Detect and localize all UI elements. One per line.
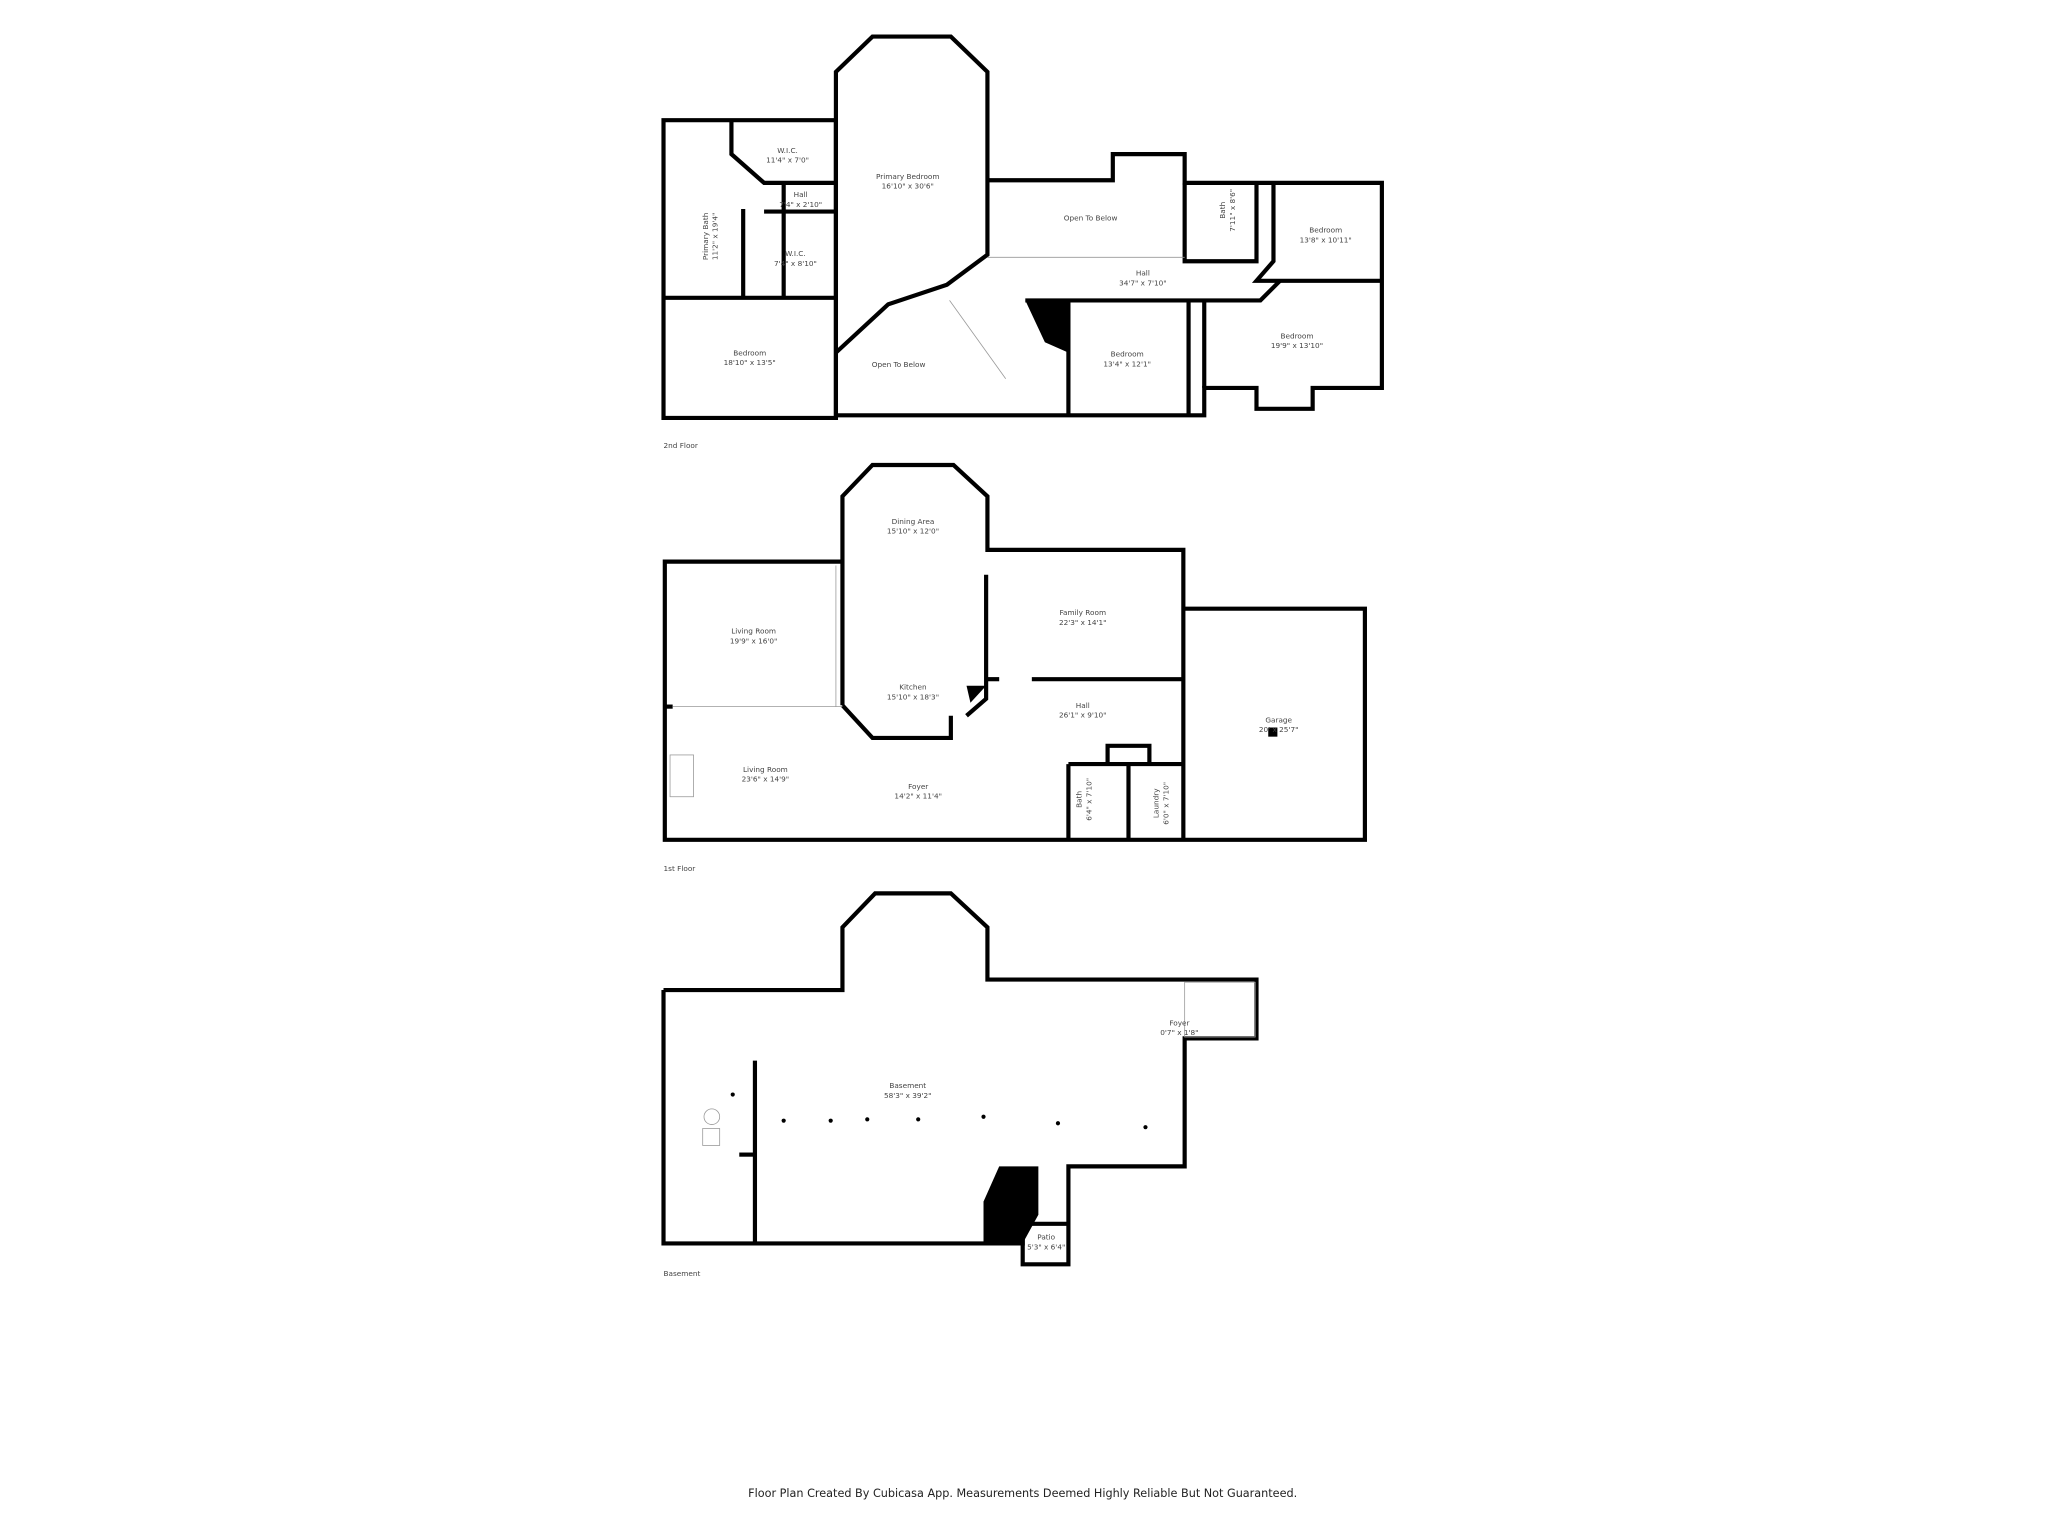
room-dimensions: 7'4" x 2'10" [779, 200, 822, 209]
room-name: Bedroom [1111, 350, 1144, 359]
room-name: Hall [1136, 269, 1150, 278]
room-label: Open To Below [1064, 214, 1118, 223]
room-dimensions: 11'2" x 19'4" [711, 213, 720, 261]
support-post [1143, 1125, 1148, 1130]
room-dimensions: 13'8" x 10'11" [1300, 235, 1352, 244]
second-floor-walls [661, 34, 1384, 421]
room-dimensions: 20' x 25'7" [1259, 725, 1299, 734]
room-dimensions: 15'10" x 18'3" [887, 692, 939, 701]
room-name: Bedroom [1280, 331, 1313, 340]
room-dimensions: 14'2" x 11'4" [894, 792, 942, 801]
room-name: Open To Below [872, 360, 926, 369]
room-name: Dining Area [892, 517, 935, 526]
support-post [828, 1118, 833, 1123]
room-name: Bath [1074, 791, 1083, 808]
room-dimensions: 26'1" x 9'10" [1059, 711, 1107, 720]
support-post [781, 1118, 786, 1123]
room-label: W.I.C.11'4" x 7'0" [766, 146, 809, 165]
support-post [865, 1117, 870, 1122]
room-name: Bedroom [1309, 225, 1342, 234]
room-dimensions: 58'3" x 39'2" [884, 1091, 932, 1100]
basement-walls [661, 891, 1259, 1267]
room-name: Primary Bedroom [876, 172, 940, 181]
room-name: Bath [1218, 202, 1227, 219]
room-name: Basement [889, 1081, 926, 1090]
room-name: W.I.C. [777, 146, 798, 155]
room-dimensions: 34'7" x 7'10" [1119, 278, 1167, 287]
room-name: Foyer [908, 782, 928, 791]
room-dimensions: 15'10" x 12'0" [887, 527, 939, 536]
support-post [1055, 1121, 1061, 1126]
room-name: W.I.C. [785, 249, 806, 258]
footer-disclaimer: Floor Plan Created By Cubicasa App. Meas… [748, 1487, 1297, 1500]
room-dimensions: 23'6" x 14'9" [742, 775, 790, 784]
room-dimensions: 13'4" x 12'1" [1103, 359, 1151, 368]
support-post [730, 1092, 735, 1097]
room-name: Patio [1037, 1233, 1055, 1242]
first-floor-walls [662, 462, 1367, 842]
room-dimensions: 16'10" x 30'6" [882, 182, 934, 191]
room-dimensions: 19'9" x 13'10" [1271, 341, 1323, 350]
room-dimensions: 0'7" x 1'8" [1160, 1028, 1198, 1037]
support-post [916, 1117, 921, 1122]
room-name: Primary Bath [701, 213, 710, 260]
floor-label-basement: Basement [664, 1269, 701, 1278]
room-dimensions: 11'4" x 7'0" [766, 156, 809, 165]
support-post [981, 1114, 986, 1119]
room-name: Living Room [743, 765, 788, 774]
room-name: Open To Below [1064, 214, 1118, 223]
room-name: Hall [1076, 701, 1090, 710]
room-name: Garage [1265, 715, 1292, 724]
room-dimensions: 6'4" x 7'10" [1084, 778, 1093, 821]
room-dimensions: 6'0" x 7'10" [1161, 782, 1170, 825]
room-label: W.I.C.7'4" x 8'10" [774, 249, 817, 268]
room-name: Laundry [1152, 788, 1161, 818]
room-dimensions: 19'9" x 16'0" [730, 636, 778, 645]
room-dimensions: 18'10" x 13'5" [724, 358, 776, 367]
room-dimensions: 22'3" x 14'1" [1059, 618, 1107, 627]
floor-label-1st: 1st Floor [664, 864, 696, 873]
room-name: Kitchen [899, 683, 926, 692]
room-name: Living Room [731, 626, 776, 635]
room-name: Hall [794, 190, 808, 199]
room-dimensions: 7'11" x 8'6" [1228, 189, 1237, 232]
room-name: Bedroom [733, 348, 766, 357]
room-label: Open To Below [872, 360, 926, 369]
room-name: Family Room [1059, 608, 1106, 617]
room-dimensions: 7'4" x 8'10" [774, 259, 817, 268]
room-name: Foyer [1169, 1018, 1189, 1027]
support-posts [730, 1092, 1148, 1130]
floor-label-2nd: 2nd Floor [664, 441, 698, 450]
room-dimensions: 5'3" x 6'4" [1027, 1242, 1065, 1251]
